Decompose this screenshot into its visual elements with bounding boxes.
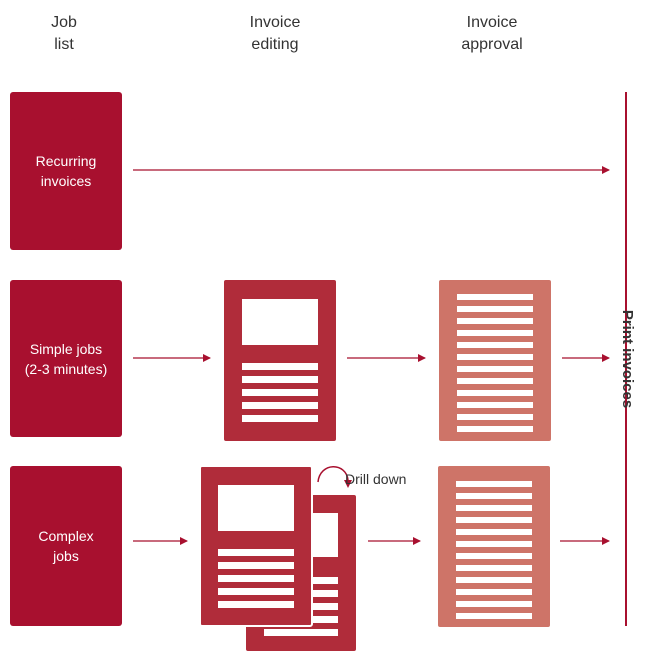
recurring-invoices-box: Recurring invoices — [10, 92, 122, 250]
drill-down-label: Drill down — [345, 471, 407, 487]
complex-approval-document — [438, 466, 550, 627]
simple-jobs-box: Simple jobs (2-3 minutes) — [10, 280, 122, 437]
complex-jobs-box: Complex jobs — [10, 466, 122, 626]
print-invoices-label: Print invoices — [619, 309, 636, 409]
drill-down-arrow — [317, 466, 349, 483]
header-invoice-approval: Invoice approval — [461, 14, 523, 53]
complex-editing-document-front — [199, 465, 313, 627]
drill-down-arrowhead — [344, 480, 352, 488]
print-invoices-line — [625, 92, 627, 626]
simple-approval-document — [439, 280, 551, 441]
simple-editing-document — [224, 280, 336, 441]
header-job-list: Job list — [51, 14, 77, 53]
header-invoice-editing: Invoice editing — [249, 14, 301, 53]
